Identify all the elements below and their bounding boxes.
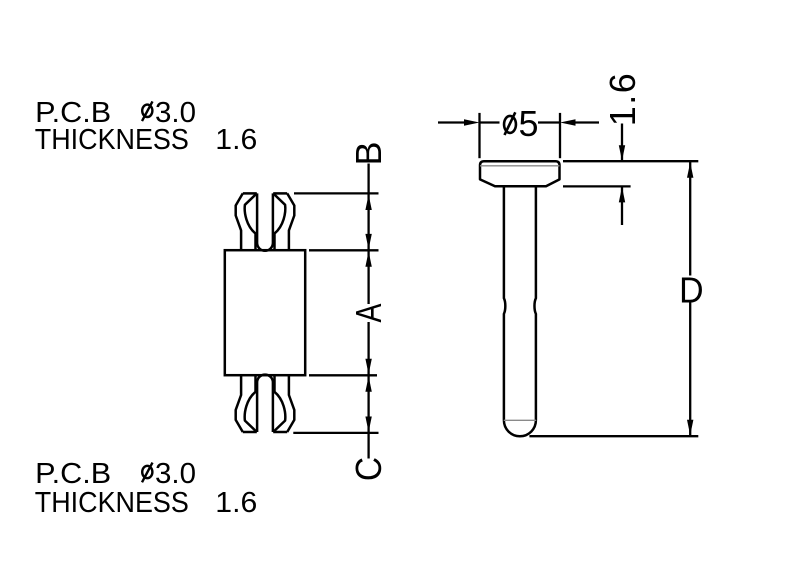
svg-text:A: A — [349, 303, 389, 322]
svg-text:1.6: 1.6 — [215, 487, 257, 519]
svg-text:B: B — [348, 141, 389, 165]
svg-text:P.C.B: P.C.B — [35, 97, 111, 129]
svg-text:3.0: 3.0 — [155, 458, 196, 490]
svg-text:THICKNESS: THICKNESS — [35, 487, 189, 519]
svg-text:1.6: 1.6 — [215, 124, 257, 156]
svg-text:C: C — [350, 457, 389, 481]
svg-text:D: D — [679, 271, 703, 311]
svg-text:1.6: 1.6 — [602, 72, 643, 127]
svg-text:THICKNESS: THICKNESS — [35, 124, 189, 156]
svg-text:P.C.B: P.C.B — [35, 458, 111, 490]
svg-text:3.0: 3.0 — [155, 97, 196, 129]
svg-text:5: 5 — [518, 103, 538, 144]
